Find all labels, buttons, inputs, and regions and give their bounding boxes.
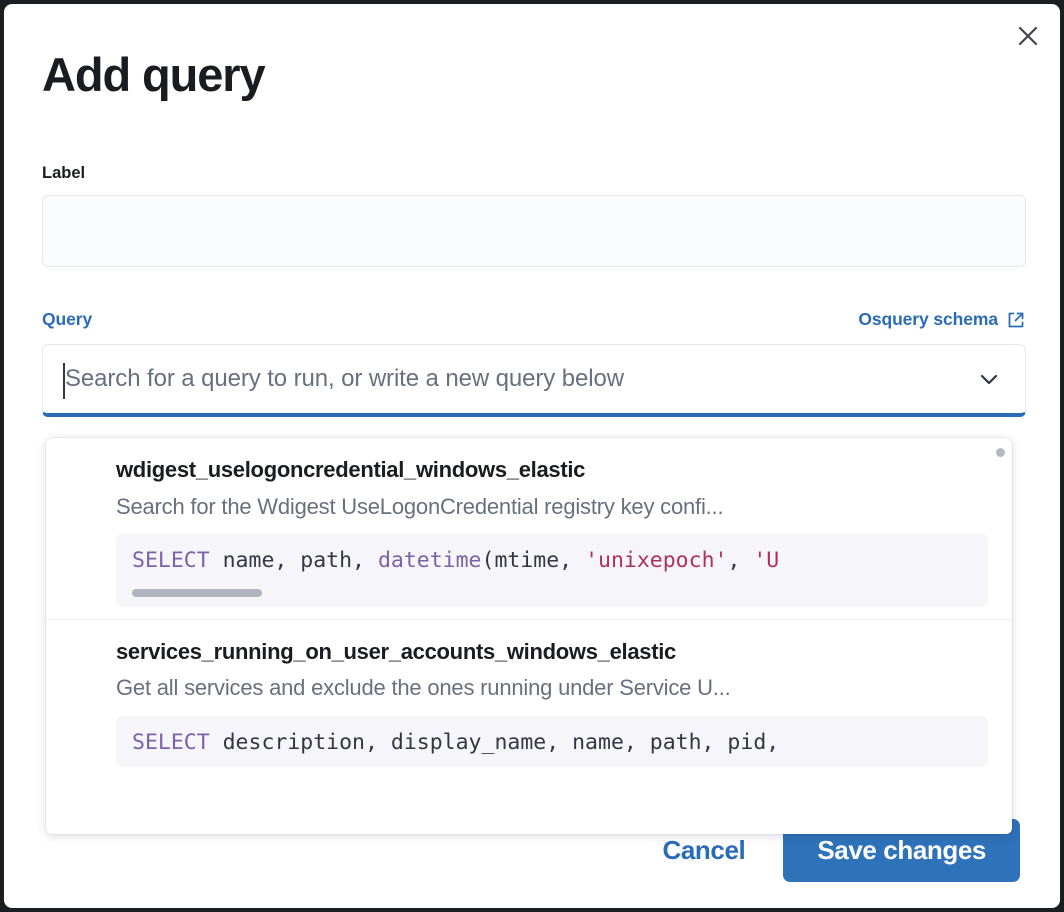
query-header-row: Query Osquery schema [42,309,1026,330]
sql-token-id: description, display_name, name, path, p… [209,729,780,755]
sql-token-str: 'U [753,547,780,573]
list-item[interactable]: wdigest_uselogoncredential_windows_elast… [46,438,1012,619]
suggestion-description: Search for the Wdigest UseLogonCredentia… [116,493,724,519]
query-combobox[interactable]: Search for a query to run, or write a ne… [42,344,1026,418]
suggestion-description: Get all services and exclude the ones ru… [116,675,731,701]
close-icon-glyph [1018,26,1038,46]
suggestion-title: wdigest_uselogoncredential_windows_elast… [116,457,586,482]
sql-token-id: , [727,547,754,573]
sql-token-kw: SELECT [132,547,210,573]
add-query-modal: Add query Label Query Osquery schema Sea… [4,4,1060,908]
chevron-down-icon[interactable] [969,359,1009,399]
query-suggestions-dropdown[interactable]: wdigest_uselogoncredential_windows_elast… [46,438,1012,834]
cancel-button[interactable]: Cancel [652,827,755,874]
suggestion-sql-code: SELECT description, display_name, name, … [116,715,988,767]
suggestion-sql-code: SELECT name, path, datetime(mtime, 'unix… [116,533,988,607]
sql-token-str: 'unixepoch' [585,547,728,573]
sql-token-kw: SELECT [132,729,210,755]
label-field-label: Label [42,164,86,182]
sql-token-id: name, path, [209,547,378,573]
sql-token-id: (mtime, [481,547,586,573]
chevron-down-icon-glyph [980,374,998,385]
external-link-icon [1008,312,1024,327]
sql-token-fn: datetime [377,547,482,573]
dropdown-scrollbar[interactable] [996,448,1005,457]
code-horizontal-scrollbar[interactable] [132,588,262,597]
text-caret [63,363,65,400]
close-icon[interactable] [1008,16,1048,56]
osquery-schema-link[interactable]: Osquery schema [858,309,1026,330]
suggestion-title: services_running_on_user_accounts_window… [116,638,676,664]
label-input[interactable] [42,195,1026,268]
page-title: Add query [42,48,266,101]
query-section-label: Query [42,309,93,330]
osquery-schema-link-label: Osquery schema [858,309,998,330]
list-item[interactable]: services_running_on_user_accounts_window… [46,618,1012,779]
form-area: Label Query Osquery schema Search for a … [42,162,1026,418]
query-search-input[interactable]: Search for a query to run, or write a ne… [65,365,624,393]
